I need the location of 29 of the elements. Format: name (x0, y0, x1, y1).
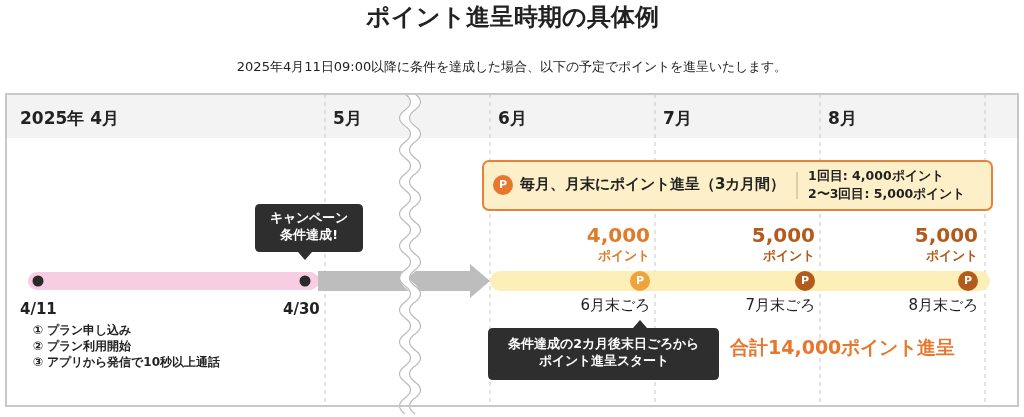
step-item: ② プラン利用開始 (33, 340, 132, 354)
month-header: 6月 (498, 109, 527, 129)
point-amount: 5,000 (751, 224, 815, 247)
bubble-text: 条件達成の2カ月後末日ごろからポイント進呈スタート (507, 336, 700, 370)
speech-bubble (255, 204, 363, 260)
month-header: 5月 (333, 109, 362, 129)
banner-text: 2〜3回目: 5,000ポイント (808, 186, 966, 203)
date-label: 6月末ごろ (580, 297, 650, 315)
point-amount: 5,000 (914, 224, 978, 247)
month-header: 8月 (828, 109, 857, 129)
info-banner (482, 160, 993, 211)
date-label: 4/30 (283, 301, 320, 319)
date-label: 7月末ごろ (745, 297, 815, 315)
banner-text: 1回目: 4,000ポイント (808, 168, 944, 185)
month-header: 7月 (663, 109, 692, 129)
banner-text: 毎月、月末にポイント進呈（3カ月間） (520, 175, 786, 194)
caption: 2025年4月11日09:00以降に条件を達成した場合、以下の予定でポイントを進呈いたします。 (235, 60, 789, 75)
step-item: ③ アプリから発信で10秒以上通話 (33, 356, 221, 370)
unit-label: ポイント (763, 249, 815, 262)
unit-label: ポイント (926, 249, 978, 262)
point-amount: 4,000 (586, 224, 650, 247)
date-label: 4/11 (20, 301, 57, 319)
speech-bubble (488, 320, 719, 380)
bubble-text: キャンペーン条件達成! (269, 210, 349, 244)
title: ポイント進呈時期の具体例 (364, 4, 660, 32)
month-header: 2025年 4月 (20, 109, 120, 129)
unit-label: ポイント (598, 249, 650, 262)
date-label: 8月末ごろ (908, 297, 978, 315)
step-item: ① プラン申し込み (33, 324, 132, 338)
